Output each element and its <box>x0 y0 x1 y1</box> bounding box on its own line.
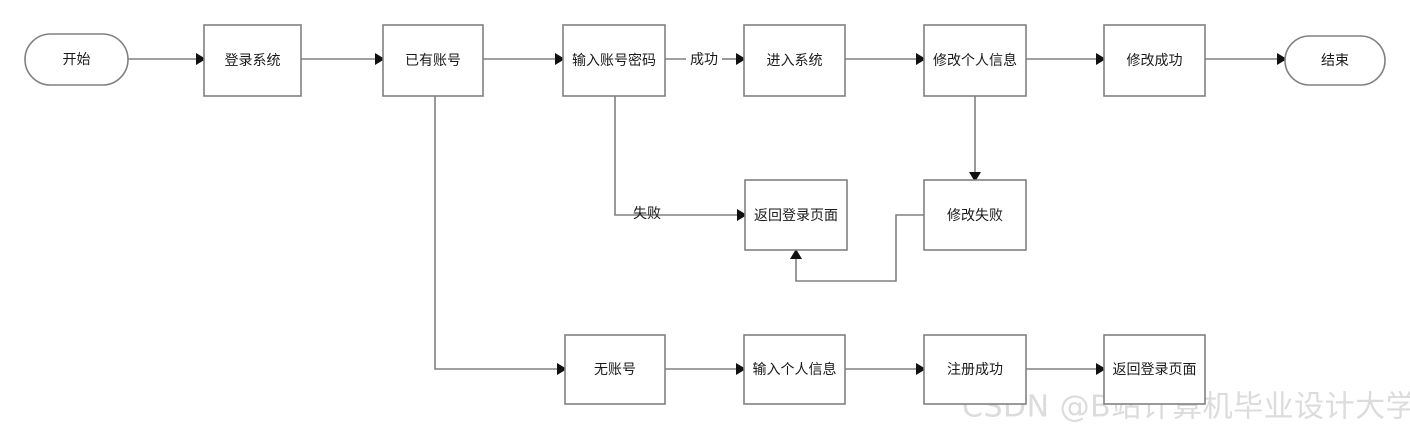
node-shape-terminator <box>24 33 129 86</box>
node-label: 登录系统 <box>225 53 281 69</box>
edge-login-system-to-has-account <box>301 53 385 65</box>
arrow-head-icon <box>1096 363 1106 375</box>
node-shape-process <box>203 24 302 97</box>
node-label: 修改成功 <box>1127 53 1183 69</box>
node-enter-credentials[interactable]: 输入账号密码 <box>562 24 666 97</box>
node-shape-process <box>1103 24 1206 97</box>
edge-line <box>795 214 924 282</box>
edge-label-success: 成功 <box>690 52 718 68</box>
node-label: 修改失败 <box>947 208 1003 224</box>
arrow-head-icon <box>790 249 802 259</box>
node-label: 无账号 <box>594 362 636 378</box>
edge-has-account-to-no-account <box>434 96 567 375</box>
node-shape-process <box>562 24 666 97</box>
edge-label-failure: 失败 <box>633 206 661 222</box>
edge-has-account-to-enter-creds <box>483 53 565 65</box>
node-shape-process <box>923 24 1027 97</box>
edge-edit-failed-to-back-login <box>790 214 924 282</box>
edge-edit-profile-to-edit-failed <box>969 96 981 182</box>
edge-line <box>614 96 737 216</box>
node-label: 输入账号密码 <box>572 52 656 69</box>
node-label: 注册成功 <box>947 362 1003 378</box>
node-enter-system[interactable]: 进入系统 <box>743 24 846 97</box>
node-edit-profile[interactable]: 修改个人信息 <box>923 24 1027 97</box>
edge-enter-creds-to-enter-system: 成功 <box>665 52 746 68</box>
node-start[interactable]: 开始 <box>24 33 129 86</box>
arrow-head-icon <box>916 363 926 375</box>
edge-line <box>434 96 557 370</box>
arrow-head-icon <box>737 209 747 221</box>
node-label: 返回登录页面 <box>1113 362 1197 378</box>
edge-reg-success-to-back-login <box>1026 363 1106 375</box>
arrow-head-icon <box>736 53 746 65</box>
edge-edit-success-to-end <box>1205 53 1287 65</box>
node-edit-success[interactable]: 修改成功 <box>1103 24 1206 97</box>
node-label: 输入个人信息 <box>753 361 837 378</box>
node-shape-process <box>743 334 846 405</box>
node-label: 进入系统 <box>767 53 823 69</box>
node-register-success[interactable]: 注册成功 <box>923 334 1027 405</box>
node-shape-process <box>382 24 484 97</box>
node-no-account[interactable]: 无账号 <box>564 334 666 405</box>
node-back-to-login-page-2[interactable]: 返回登录页面 <box>1103 334 1206 405</box>
node-label: 结束 <box>1321 53 1349 69</box>
arrow-head-icon <box>375 53 385 65</box>
arrow-head-icon <box>1277 53 1287 65</box>
node-label: 已有账号 <box>405 53 461 69</box>
arrow-head-icon <box>1096 53 1106 65</box>
node-label: 返回登录页面 <box>754 208 838 224</box>
node-login-system[interactable]: 登录系统 <box>203 24 302 97</box>
node-shape-process <box>743 24 846 97</box>
node-end[interactable]: 结束 <box>1284 35 1386 86</box>
arrow-head-icon <box>557 363 567 375</box>
node-has-account[interactable]: 已有账号 <box>382 24 484 97</box>
arrow-head-icon <box>736 363 746 375</box>
node-shape-process <box>744 179 848 251</box>
edge-enter-creds-to-back-login: 失败 <box>614 96 747 222</box>
arrow-head-icon <box>196 53 206 65</box>
node-enter-personal-info[interactable]: 输入个人信息 <box>743 334 846 405</box>
arrow-head-icon <box>555 53 565 65</box>
arrow-head-icon <box>969 172 981 182</box>
node-label: 开始 <box>63 52 91 68</box>
node-shape-process <box>564 334 666 405</box>
node-shape-process <box>923 334 1027 405</box>
node-shape-terminator <box>1284 35 1386 86</box>
node-edit-failed[interactable]: 修改失败 <box>923 179 1027 251</box>
edge-enter-info-to-reg-success <box>845 363 926 375</box>
edge-edit-profile-to-edit-success <box>1026 53 1106 65</box>
node-shape-process <box>1103 334 1206 405</box>
node-back-to-login-page-1[interactable]: 返回登录页面 <box>744 179 848 251</box>
edge-no-account-to-enter-info <box>665 363 746 375</box>
edge-start-to-login-system <box>128 53 206 65</box>
node-label: 修改个人信息 <box>933 52 1017 69</box>
arrow-head-icon <box>916 53 926 65</box>
node-shape-process <box>923 179 1027 251</box>
edge-enter-system-to-edit-profile <box>845 53 926 65</box>
